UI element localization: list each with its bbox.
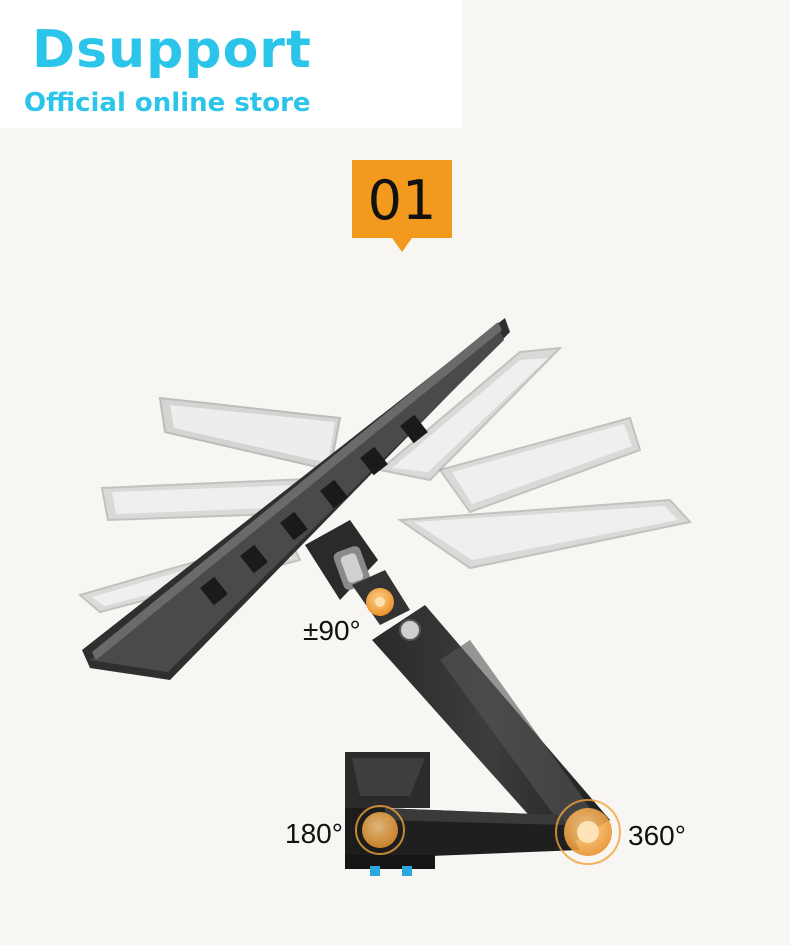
- swivel-right-angle-label: 360°: [628, 820, 686, 851]
- step-badge: 01: [352, 160, 452, 256]
- ghost-monitor-5: [438, 416, 642, 514]
- ghost-monitor-6: [397, 498, 692, 570]
- lower-arm: [380, 808, 580, 858]
- step-number: 01: [367, 169, 437, 232]
- upper-arm: [372, 605, 610, 850]
- brand-title: Dsupport: [32, 20, 312, 80]
- ghost-monitor-1: [158, 396, 342, 472]
- swivel-ring-right: [555, 799, 621, 865]
- swivel-ring-left: [355, 805, 405, 855]
- tilt-head: [305, 520, 410, 625]
- brand-subtitle: Official online store: [24, 88, 311, 118]
- tilt-angle-label: ±90°: [303, 615, 361, 646]
- main-monitor: [82, 318, 510, 680]
- ghost-monitor-4: [377, 346, 563, 482]
- step-badge-shape: [352, 160, 452, 252]
- monitor-arm-illustration: [77, 318, 692, 876]
- swivel-left-angle-label: 180°: [285, 818, 343, 849]
- brand-logo-box: Dsupport Official online store: [0, 0, 462, 128]
